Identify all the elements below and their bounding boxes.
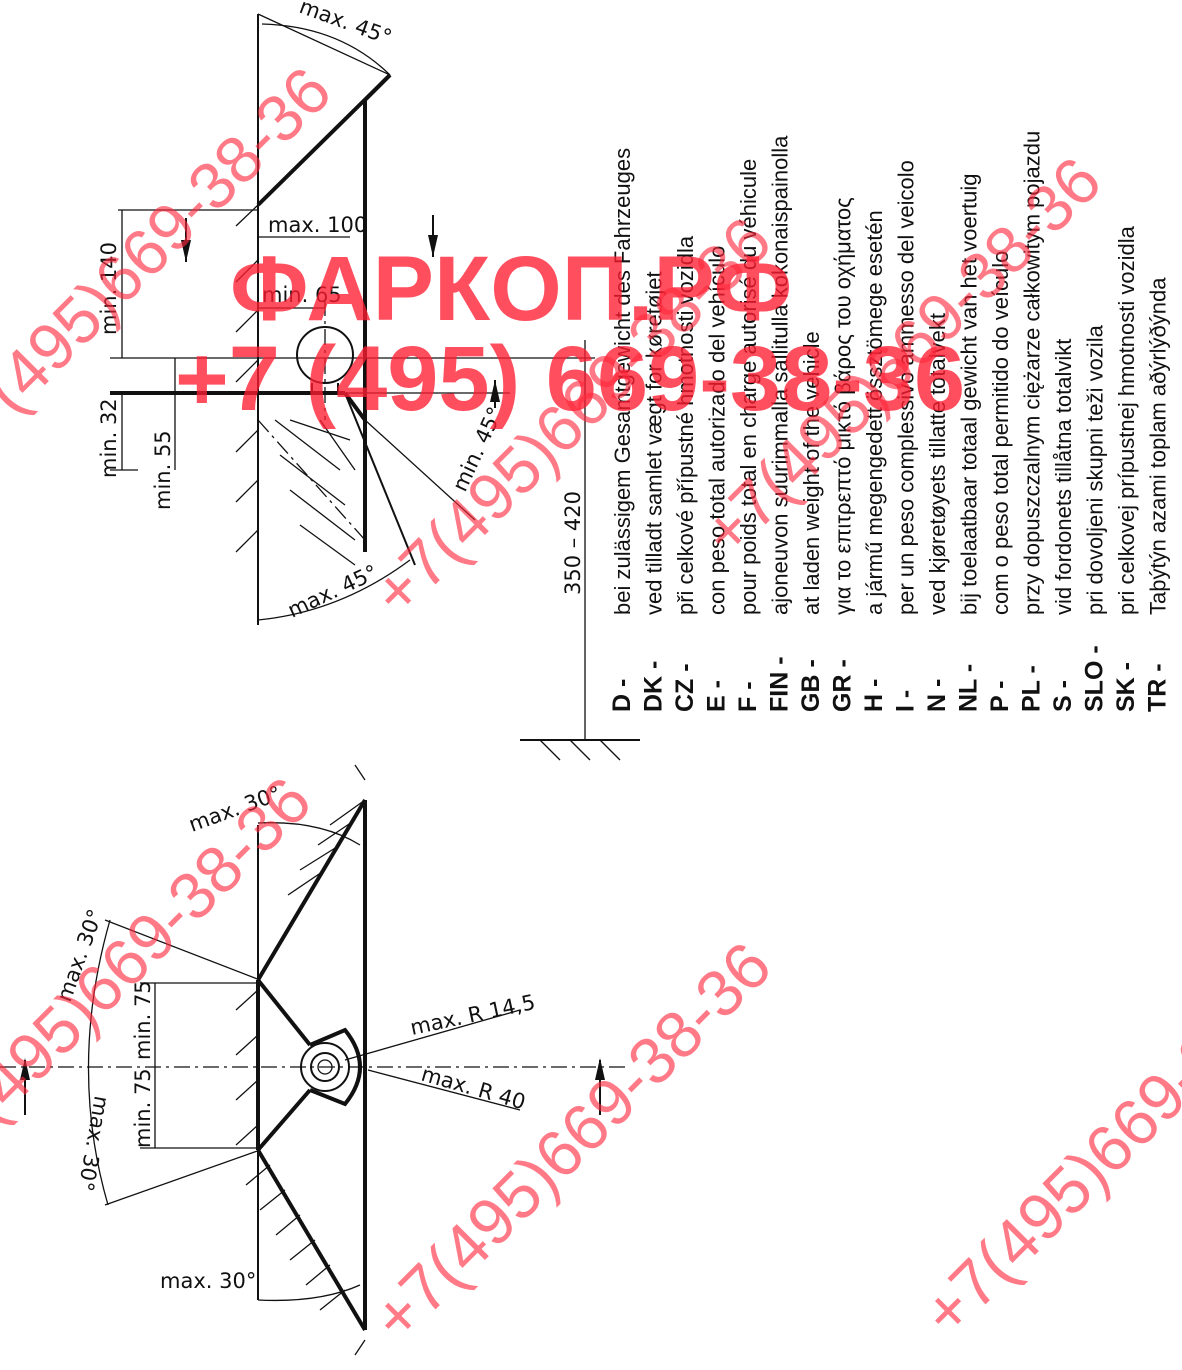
legend-text: pour poids total en charge autorisé du v… xyxy=(736,159,761,615)
side-min-32: min. 32 xyxy=(97,398,121,478)
legend-text: per un peso complessivo ammesso del veic… xyxy=(894,160,919,615)
watermark-brand: ФАРКОП.РФ xyxy=(230,238,792,340)
legend-text: pri celkovej prípustnej hmotnosti vozidl… xyxy=(1114,225,1139,615)
legend-text: com o peso total permitido do veículo xyxy=(988,251,1013,615)
legend-text: ajoneuvon suurimmalla sallitulla kokonai… xyxy=(768,135,793,615)
legend-text: at laden weight of the vehicle xyxy=(799,331,824,615)
legend-code: SK - xyxy=(1112,662,1140,712)
legend-code: N - xyxy=(923,679,951,712)
side-min-55: min. 55 xyxy=(151,430,175,510)
watermark-phone-6: +7(495)669-38-36 xyxy=(908,923,1182,1350)
legend-code: D - xyxy=(608,679,636,712)
plan-radius-small: max. R 14,5 xyxy=(408,990,537,1040)
legend-code: E - xyxy=(703,680,731,712)
legend-text: con peso total autorizado del vehículo xyxy=(705,246,730,615)
plan-angle-left-lower: max. 30° xyxy=(73,1094,113,1193)
watermark-phone-4: +7(495)669-38-36 xyxy=(0,763,325,1190)
legend-code: TR - xyxy=(1144,663,1172,712)
side-view xyxy=(110,13,640,761)
plan-view xyxy=(0,764,630,1356)
side-depth-min: min. 65 xyxy=(262,283,342,307)
legend-code: DK - xyxy=(640,661,668,712)
plan-min-75-upper: min. 75 xyxy=(131,980,155,1060)
legend-code: GB - xyxy=(797,659,825,712)
legend-text: při celkové přípustné hmotnosti vozidla xyxy=(673,235,698,615)
legend-text: pri dovoljeni skupni teži vozila xyxy=(1083,324,1108,615)
watermark-phone-5: +7(495)669-38-36 xyxy=(358,928,785,1355)
plan-angle-right-lower: max. 30° xyxy=(160,1269,256,1293)
legend-code: S - xyxy=(1049,680,1077,712)
legend-code: CZ - xyxy=(671,663,699,712)
legend-code: I - xyxy=(892,690,920,712)
legend-code: GR - xyxy=(829,659,857,712)
legend-text: vid fordonets tillåtna totalvikt xyxy=(1051,339,1076,615)
side-ground-height: 350 – 420 xyxy=(561,491,585,595)
watermark-phone-main: +7 (495) 669-38-36 xyxy=(175,328,965,430)
legend-code: H - xyxy=(860,679,888,712)
legend-code: PL - xyxy=(1018,665,1046,712)
legend-code: NL - xyxy=(955,664,983,712)
side-angle-top: max. 45° xyxy=(296,0,395,50)
plan-radius-large: max. R 40 xyxy=(419,1062,529,1115)
legend-text: για το επιτρεπτό μικτό βάρος του οχήματο… xyxy=(831,197,856,615)
legend-code: FIN - xyxy=(766,656,794,712)
legend-code: F - xyxy=(734,681,762,712)
legend-text: Taþýtýn azami toplam aðýrlýðýnda xyxy=(1146,277,1171,615)
legend-code: P - xyxy=(986,681,1014,713)
side-height-above: min. 140 xyxy=(97,242,121,335)
legend-text: a jármű megengedett össztömege esetén xyxy=(862,210,887,615)
legend-code: SLO - xyxy=(1081,645,1109,712)
legend-text: ved tilladt samlet vægt for køretøjet xyxy=(642,271,667,615)
legend-text: przy dopuszczalnym ciężarze całkowitym p… xyxy=(1020,131,1045,615)
legend: D - bei zulässigem Gesamtgewicht des Fahr… xyxy=(608,131,1172,712)
side-depth-max: max. 100 xyxy=(268,213,367,237)
plan-min-75-lower: min. 75 xyxy=(131,1068,155,1148)
legend-text: bij toelaatbaar totaal gewicht van het v… xyxy=(957,173,982,615)
legend-text: bei zulässigem Gesamtgewicht des Fahrzeu… xyxy=(610,148,635,615)
legend-text: ved kjøretøyets tillatte totalvekt xyxy=(925,313,950,615)
